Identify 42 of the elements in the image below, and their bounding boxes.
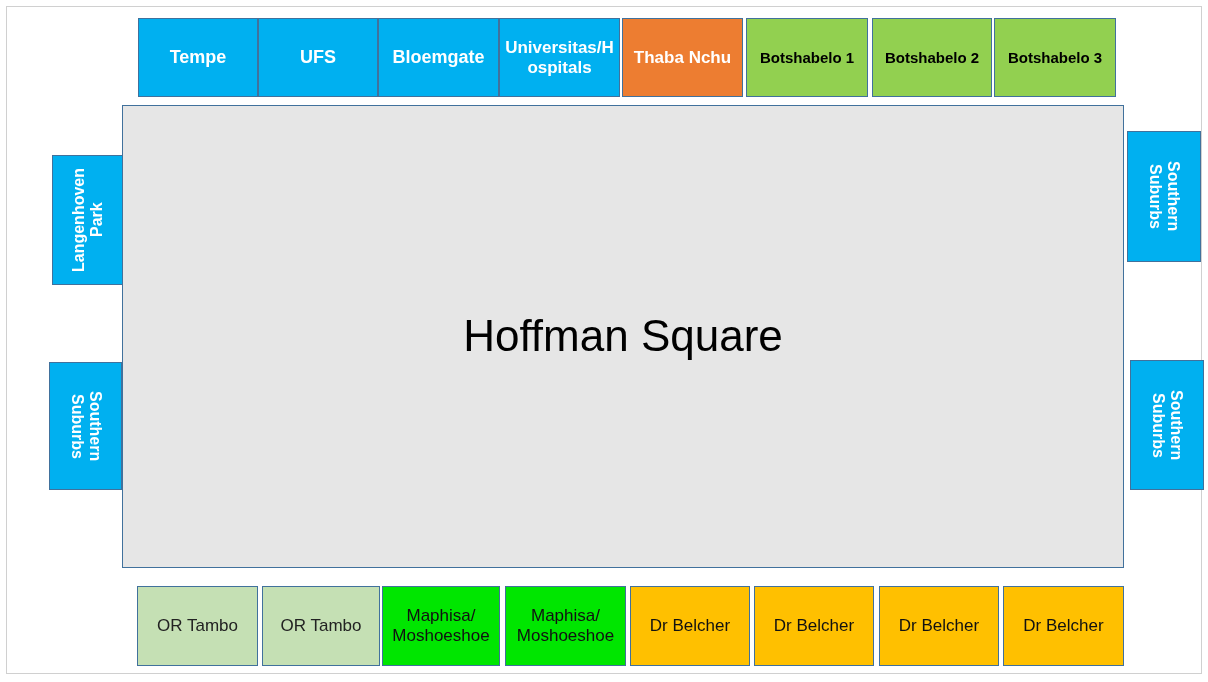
zone-box [879, 586, 999, 666]
zone-box [1127, 131, 1201, 262]
zone-box [505, 586, 626, 666]
zone-box [378, 18, 499, 97]
zone-label: Botshabelo 3 [1007, 48, 1103, 67]
zone-label: Dr Belcher [898, 616, 980, 636]
zone-label: Dr Belcher [649, 616, 731, 636]
zone-label: Southern Suburbs [67, 389, 104, 464]
zone-box [262, 586, 380, 666]
zone-label: Langenhoven Park [70, 167, 107, 274]
zone-label: Thaba Nchu [633, 47, 732, 68]
zone-label: OR Tambo [280, 616, 362, 636]
zone-box [1003, 586, 1124, 666]
zone-label: Botshabelo 2 [884, 48, 980, 67]
zone-box [746, 18, 868, 97]
zone-label: Southern Suburbs [1149, 388, 1186, 463]
zone-box [382, 586, 500, 666]
zone-box [622, 18, 743, 97]
zone-box [994, 18, 1116, 97]
zone-label: OR Tambo [157, 616, 238, 636]
zone-box [258, 18, 378, 97]
zone-box [138, 18, 258, 97]
zone-label: Maphisa/ Moshoeshoe [515, 606, 616, 646]
zone-box [52, 155, 125, 285]
square-area [122, 105, 1124, 568]
zone-label: Dr Belcher [1023, 616, 1104, 636]
zone-label: Dr Belcher [773, 616, 855, 636]
zone-box [1130, 360, 1204, 490]
zone-label: UFS [300, 47, 336, 68]
zone-label: Universitas/Hospitals [504, 37, 615, 78]
zone-label: Maphisa/ Moshoeshoe [391, 606, 491, 646]
zone-box [49, 362, 122, 490]
zone-box [754, 586, 874, 666]
zone-box [630, 586, 750, 666]
zone-label: Botshabelo 1 [759, 48, 855, 67]
zone-label: Bloemgate [392, 47, 485, 68]
zone-label: Tempe [169, 47, 227, 68]
zone-label: Southern Suburbs [1146, 160, 1183, 234]
zone-box [137, 586, 258, 666]
zone-box [499, 18, 620, 97]
zone-label: Hoffman Square [463, 311, 783, 362]
zone-box [872, 18, 992, 97]
